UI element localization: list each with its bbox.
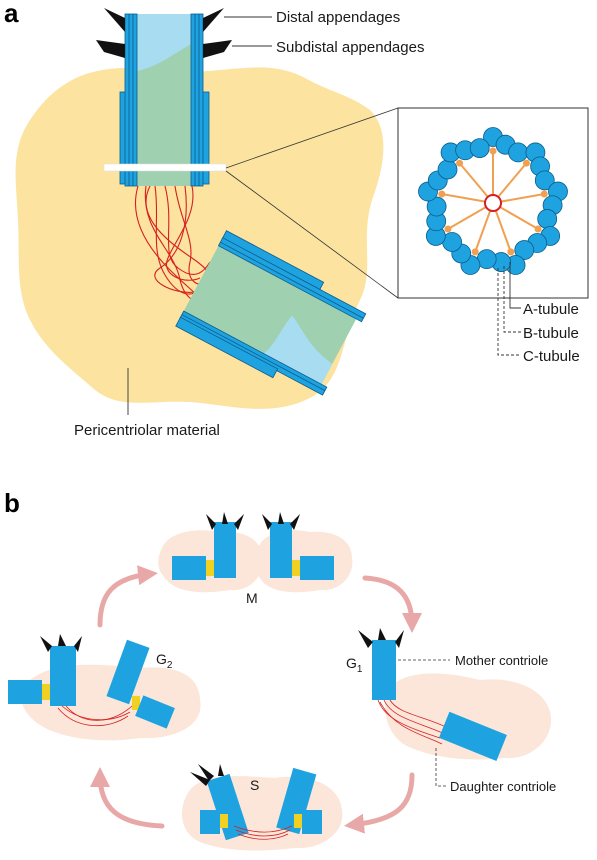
daughter-contriole-label: Daughter contriole [450, 779, 556, 794]
distal-appendages [104, 8, 224, 32]
cycle-arrows [90, 565, 422, 834]
spoke-head [444, 225, 452, 233]
daughter-leader [435, 748, 446, 787]
g2-phase-cell [8, 634, 201, 741]
m-phase-cell-right [253, 512, 353, 593]
c-tubule [426, 196, 447, 217]
s-phase-cell [181, 764, 343, 851]
cross-section-plane [103, 163, 227, 172]
c-tubule-label: C-tubule [523, 348, 580, 365]
c-tubule [537, 209, 558, 229]
m-phase-cell-left [158, 512, 263, 593]
panel-b-letter: b [4, 488, 20, 518]
phase-g2-main: G [156, 651, 167, 667]
mother-centriole-a [119, 13, 210, 187]
spoke-head [489, 147, 497, 155]
g1-phase-cell [358, 628, 552, 761]
spoke-head [438, 190, 446, 198]
daughter-centriole-a [175, 230, 367, 396]
c-tubule [437, 159, 458, 180]
zoom-line-bottom [225, 170, 399, 299]
zoom-line-top [225, 107, 399, 169]
phase-g1-main: G [346, 655, 357, 671]
spoke-head [507, 248, 515, 256]
c-tubule [514, 240, 535, 260]
spoke-head [522, 159, 530, 167]
tubule-pointers [497, 262, 521, 356]
phase-g1-label: G1 [346, 655, 363, 675]
pericentriolar-material-label: Pericentriolar material [74, 422, 220, 439]
phase-m-label: M [246, 590, 258, 606]
spoke-head [540, 190, 548, 198]
subdistal-appendages-label: Subdistal appendages [276, 39, 424, 56]
phase-g1-sub: 1 [357, 664, 363, 675]
a-tubule-label: A-tubule [523, 301, 579, 318]
spoke-head [471, 248, 479, 256]
phase-g2-label: G2 [156, 651, 173, 671]
c-tubule [469, 138, 490, 158]
subdistal-appendages [96, 40, 232, 58]
mother-contriole-label: Mother contriole [455, 653, 548, 668]
phase-s-label: S [250, 777, 259, 793]
panel-a-letter: a [4, 0, 19, 28]
spoke-head [534, 225, 542, 233]
phase-g2-sub: 2 [167, 660, 173, 671]
microtubule-triplets [418, 127, 568, 275]
b-tubule-label: B-tubule [523, 325, 579, 342]
cartwheel-hub [484, 194, 502, 212]
c-tubule [508, 142, 529, 163]
distal-appendages-label: Distal appendages [276, 9, 400, 26]
c-tubule [534, 170, 555, 191]
spoke-head [456, 159, 464, 167]
